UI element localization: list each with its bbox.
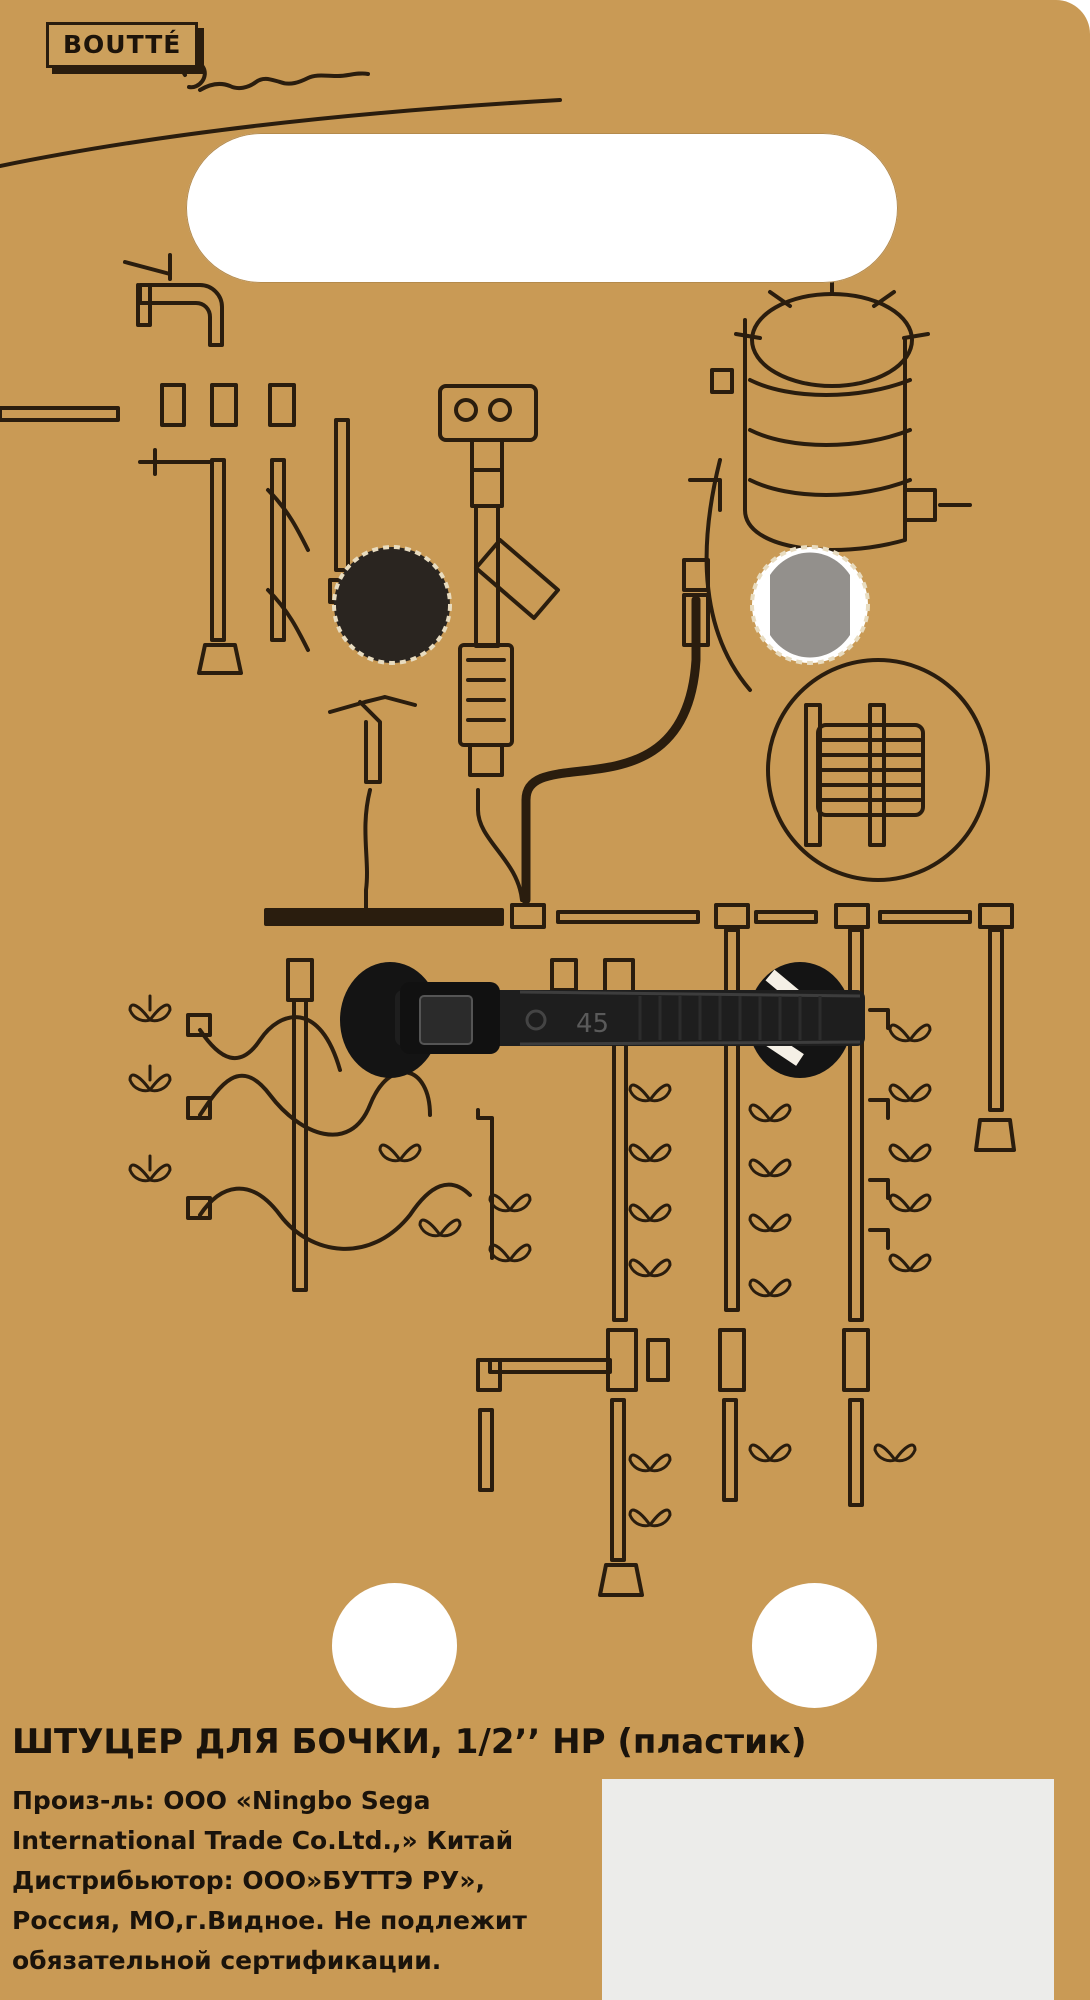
stake (476, 1108, 494, 1260)
hang-slot (186, 133, 898, 283)
pipe-horizontal-left (0, 406, 120, 422)
drip-tube-3 (198, 1182, 472, 1251)
drip-line-5 (988, 928, 1004, 1112)
hose-to-tank (521, 595, 701, 905)
drip-tube-2 (198, 1070, 432, 1137)
blank-label-sticker (602, 1779, 1054, 2000)
plant-group (128, 994, 932, 1528)
sprinkler (328, 695, 417, 922)
tap-drawing (123, 253, 224, 347)
drip-tube-1 (198, 1015, 342, 1072)
detail-line: обязательной сертификации. (12, 1946, 442, 1975)
product-title: ШТУЦЕР ДЛЯ БОЧКИ, 1/2’’ НР (пластик) (12, 1722, 807, 1762)
product-details: Произ-ль: ООО «Ningbo Sega International… (12, 1781, 612, 1981)
reel-circle (766, 658, 990, 882)
drip-line-9 (478, 1408, 494, 1492)
detail-line: Россия, МО,г.Видное. Не подлежит (12, 1906, 527, 1935)
drip-line-1 (292, 998, 308, 1292)
hook-2 (266, 588, 310, 652)
hook-1 (266, 488, 310, 552)
filter-body (474, 538, 560, 620)
tank-body (743, 318, 907, 552)
fitting-row (138, 383, 296, 476)
cable-tie-strap (395, 990, 865, 1046)
drip-line-3 (724, 928, 740, 1312)
tank-top (750, 292, 914, 388)
pipe-left-2 (270, 458, 286, 642)
detail-line: International Trade Co.Ltd.,» Китай (12, 1826, 514, 1855)
cable-tie-marking: 45 (576, 1009, 609, 1039)
drip-line-4 (848, 928, 864, 1322)
punched-hole-left (334, 547, 450, 663)
brand-logo: BOUTTÉ (46, 22, 199, 68)
drip-line-8 (848, 1398, 864, 1507)
brand-script (181, 59, 370, 92)
tank-ribs (734, 272, 930, 340)
reel-connector (704, 458, 752, 692)
hose-down (476, 788, 524, 902)
cable-tie: 45 (340, 962, 865, 1078)
main-pipe-2 (754, 910, 818, 924)
pipe-left-3 (334, 418, 350, 572)
main-pipe-3 (878, 910, 972, 924)
tank-fitting-left (710, 368, 734, 394)
hang-hole-right (752, 1583, 877, 1708)
detail-line: Дистрибьютор: ООО»БУТТЭ РУ», (12, 1866, 485, 1895)
drip-line-6 (610, 1398, 626, 1562)
tank-outlet (688, 478, 972, 522)
brand-swoosh (0, 98, 562, 168)
detail-line: Произ-ль: ООО «Ningbo Sega (12, 1786, 431, 1815)
drip-line-2 (612, 998, 628, 1322)
hang-hole-left (332, 1583, 457, 1708)
main-pipe-1 (556, 910, 700, 924)
tee-fittings (510, 903, 1014, 929)
drip-line-7 (722, 1398, 738, 1502)
main-pipe-black (264, 908, 504, 926)
drip-branch (488, 1358, 612, 1374)
pipe-left-1 (210, 458, 226, 642)
